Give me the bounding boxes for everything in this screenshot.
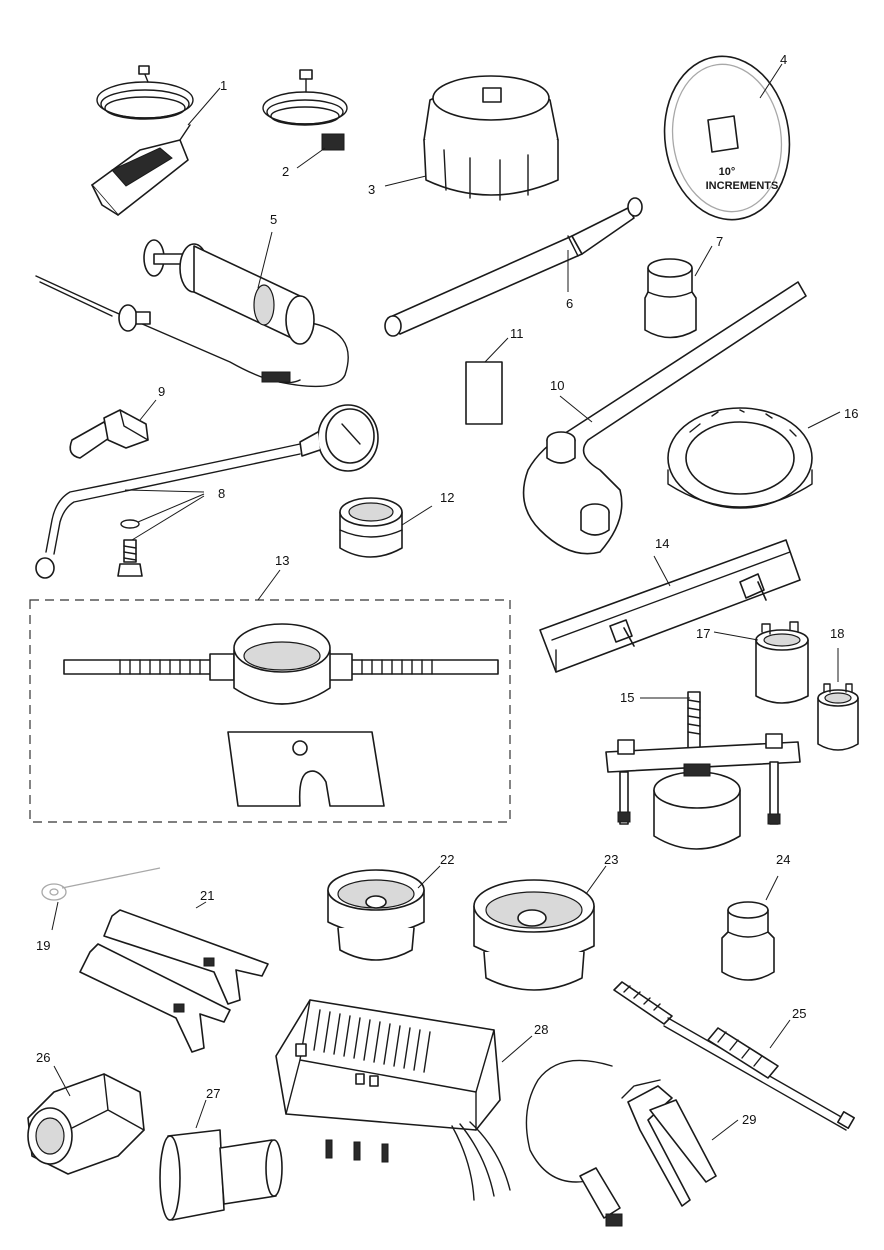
tool-17-socket xyxy=(755,621,809,704)
callout-5: 5 xyxy=(270,212,277,227)
callout-8: 8 xyxy=(218,486,225,501)
callout-29: 29 xyxy=(742,1112,756,1127)
tool-4-degree-disc: 10° INCREMENTS xyxy=(663,55,791,221)
callout-9: 9 xyxy=(158,384,165,399)
tool-14-alignment-bar xyxy=(539,539,801,673)
tool-28-battery-charger xyxy=(275,999,511,1201)
callout-2: 2 xyxy=(282,164,289,179)
callout-22: 22 xyxy=(440,852,454,867)
tool-6-rod-tool xyxy=(384,197,643,337)
callout-15: 15 xyxy=(620,690,634,705)
callout-19: 19 xyxy=(36,938,50,953)
tool-18-small-socket xyxy=(817,683,859,751)
callout-26: 26 xyxy=(36,1050,50,1065)
callout-21: 21 xyxy=(200,888,214,903)
tool-16-clutch-ring xyxy=(667,407,813,509)
tool-23-large-bearing-cup xyxy=(473,879,595,991)
tool-29-pliers xyxy=(525,1059,717,1227)
tool-27-stepped-drift xyxy=(159,1129,283,1221)
tool-9-adaptor-plug xyxy=(69,409,149,459)
tool-1-diagnostic-cable xyxy=(91,65,194,216)
tool-7-sleeve xyxy=(644,258,697,339)
tool-25-slide-hammer xyxy=(613,981,855,1131)
callout-11: 11 xyxy=(510,326,524,341)
callout-7: 7 xyxy=(716,234,723,249)
tool-12-bearing-drift xyxy=(339,497,403,558)
callout-27: 27 xyxy=(206,1086,220,1101)
tool-21-spanners xyxy=(79,909,269,1053)
tool-2-adaptor-cable xyxy=(262,69,348,151)
callout-1: 1 xyxy=(220,78,227,93)
dial-line-1: 10° xyxy=(719,166,736,178)
callout-16: 16 xyxy=(844,406,858,421)
callout-4: 4 xyxy=(780,52,787,67)
callout-10: 10 xyxy=(550,378,564,393)
tool-11-shim-card xyxy=(465,361,503,425)
callout-numbers: 1 2 3 4 5 6 7 8 9 10 11 12 13 14 15 16 1… xyxy=(36,52,858,1127)
tool-5-vacuum-pump xyxy=(35,239,349,388)
dial-line-2: INCREMENTS xyxy=(706,180,779,192)
tool-8-pressure-gauge xyxy=(35,404,379,579)
callout-17: 17 xyxy=(696,626,710,641)
callout-14: 14 xyxy=(655,536,669,551)
callout-28: 28 xyxy=(534,1022,548,1037)
tool-19-tag xyxy=(41,867,161,901)
callout-6: 6 xyxy=(566,296,573,311)
callout-25: 25 xyxy=(792,1006,806,1021)
callout-23: 23 xyxy=(604,852,618,867)
tool-26-hex-coupling xyxy=(27,1073,145,1175)
callout-3: 3 xyxy=(368,182,375,197)
callout-18: 18 xyxy=(830,626,844,641)
tool-24-sleeve xyxy=(721,901,775,981)
tool-15-puller xyxy=(605,691,801,850)
callout-13: 13 xyxy=(275,553,289,568)
tool-13-die-holder-kit xyxy=(29,599,511,823)
tool-3-oil-filter-wrench xyxy=(423,75,559,201)
callout-24: 24 xyxy=(776,852,790,867)
tool-10-holding-tool xyxy=(522,281,807,555)
callout-12: 12 xyxy=(440,490,454,505)
tool-22-bearing-cup xyxy=(327,869,425,961)
